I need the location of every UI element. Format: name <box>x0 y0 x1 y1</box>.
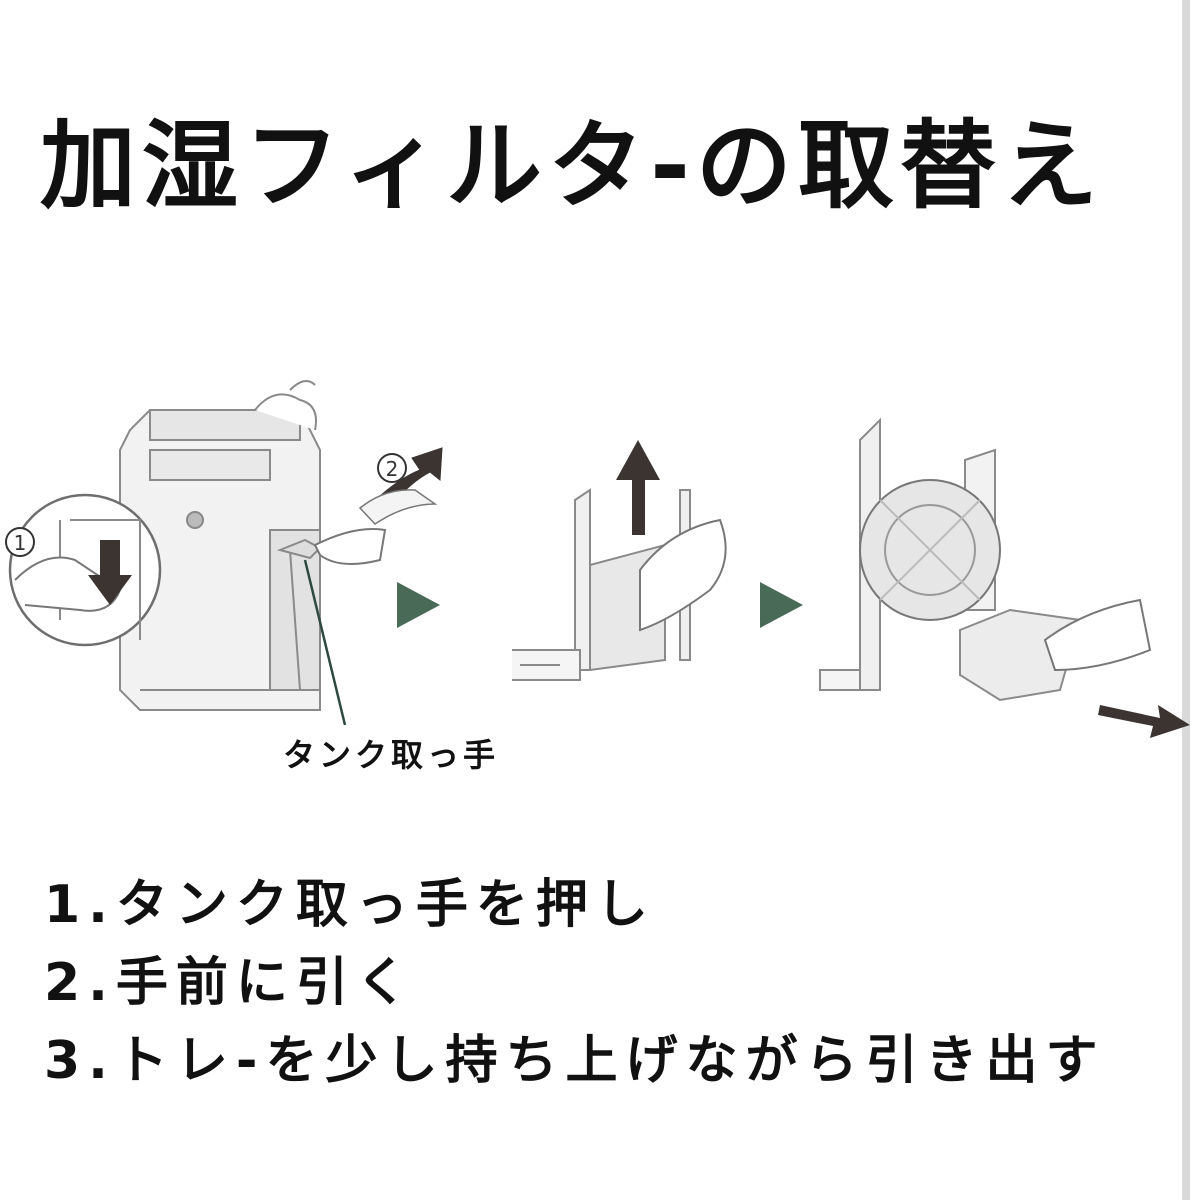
callout-leader-line <box>303 559 347 726</box>
play-arrow-icon <box>397 582 440 628</box>
page-edge-divider <box>1182 0 1190 1200</box>
tank-handle-label: タンク取っ手 <box>283 736 500 774</box>
step-mark-1: 1 <box>5 527 35 557</box>
page-title: 加湿フィルタ-の取替え <box>40 110 1104 222</box>
hand-at-handle <box>313 528 387 565</box>
zoom-circle <box>8 493 162 647</box>
pull-arrow-icon <box>1098 705 1190 738</box>
step-1-text: 1.タンク取っ手を押し <box>44 875 656 935</box>
step-mark-2: 2 <box>377 453 407 483</box>
instruction-steps: 1.タンク取っ手を押し 2.手前に引く 3.トレ-を少し持ち上げながら引き出す <box>44 866 1106 1100</box>
step-2-text: 2.手前に引く <box>44 953 416 1013</box>
panel-1-purifier <box>119 380 322 711</box>
panel-2-pull-tank <box>512 488 727 681</box>
svg-text:1: 1 <box>14 531 27 555</box>
play-arrow-icon <box>760 582 803 628</box>
svg-text:2: 2 <box>386 457 399 481</box>
step-3-text: 3.トレ-を少し持ち上げながら引き出す <box>44 1031 1106 1091</box>
instruction-illustration: 1 2 <box>5 380 1190 738</box>
up-arrow-icon <box>616 440 660 535</box>
down-arrow-icon <box>88 540 132 605</box>
panel-3-filter-tray <box>819 417 1152 702</box>
